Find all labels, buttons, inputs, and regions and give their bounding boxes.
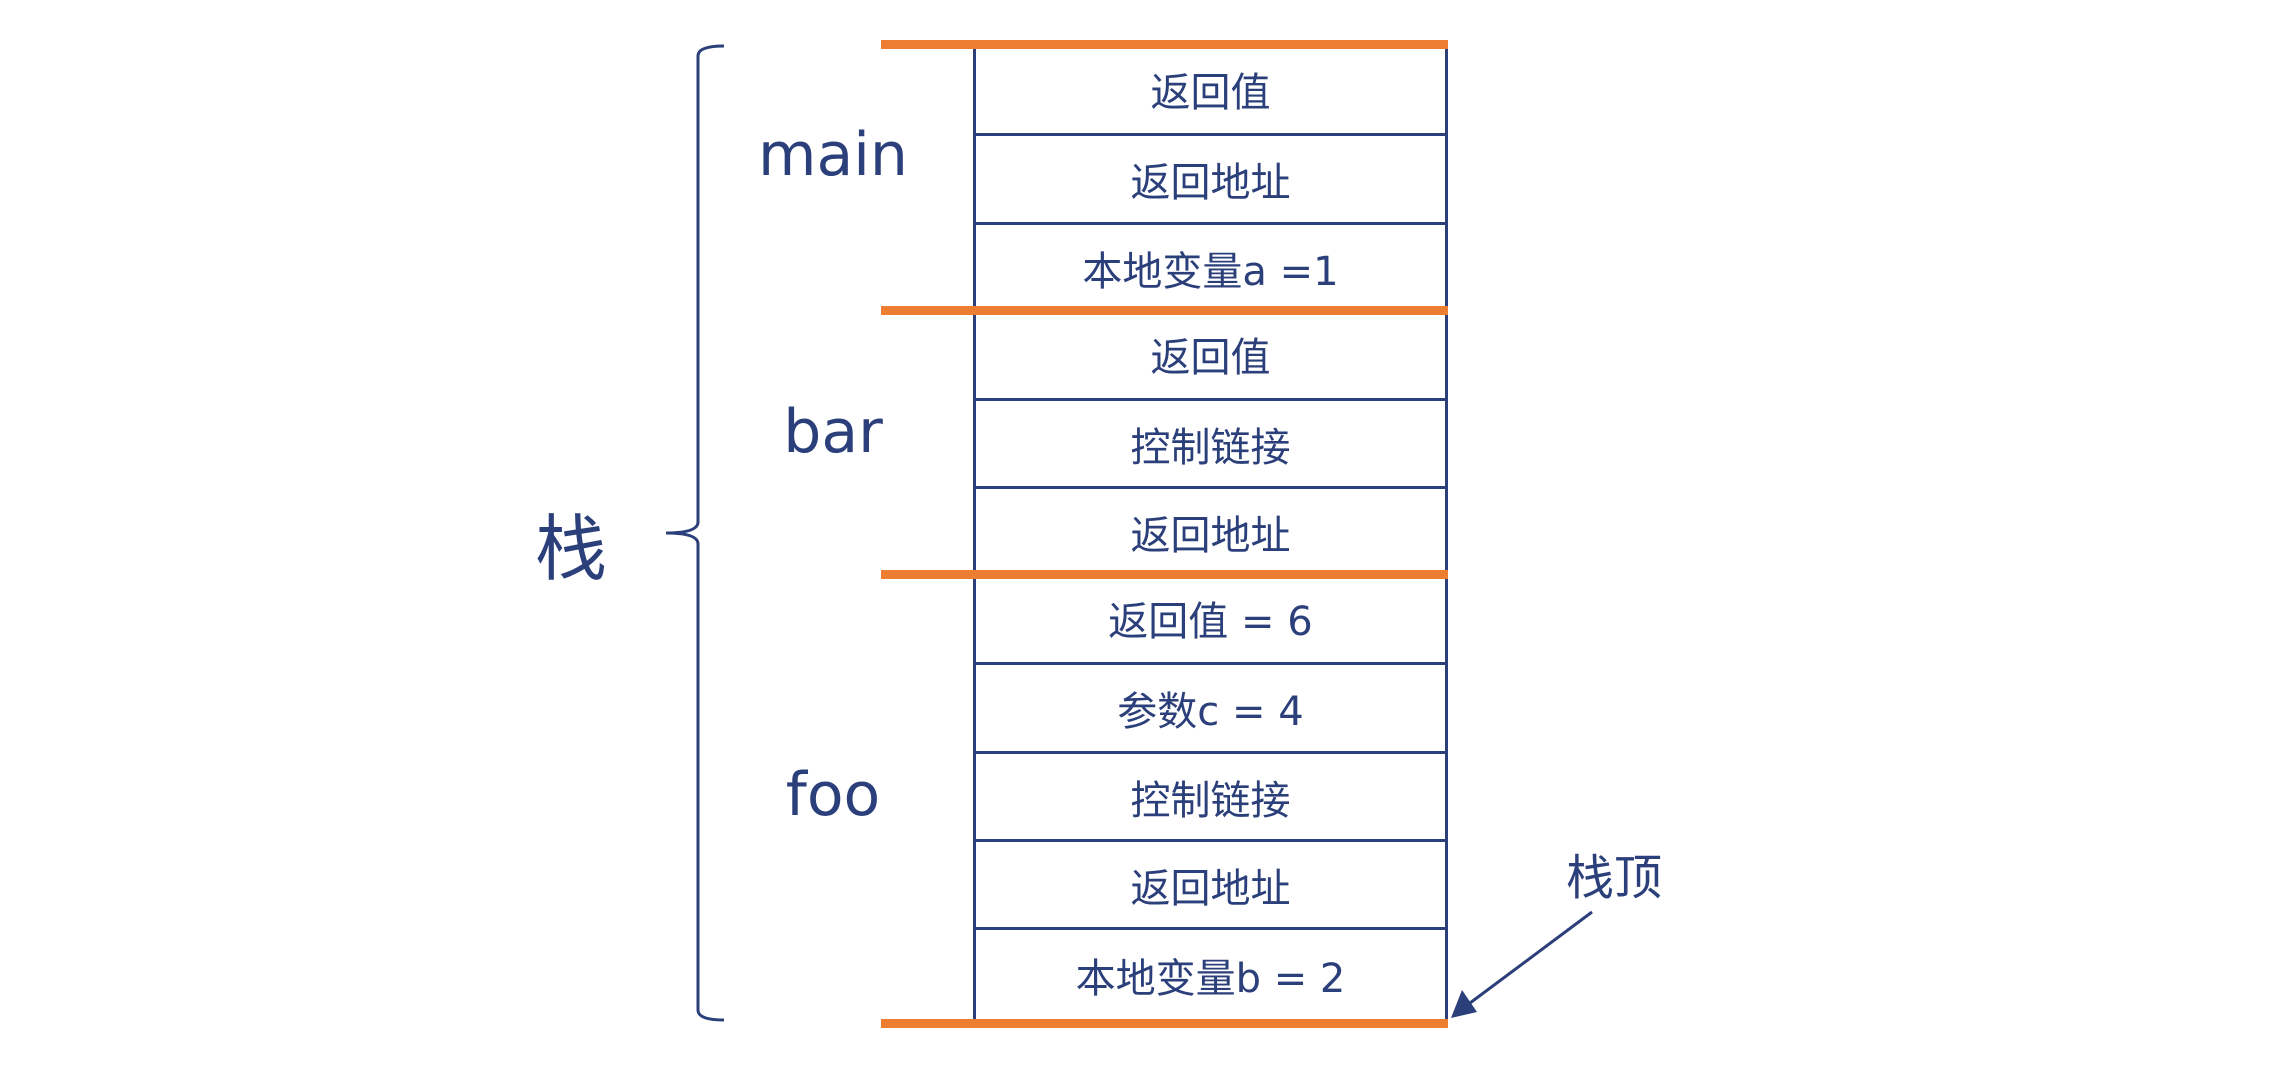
stack-top-arrow-line	[1469, 910, 1593, 1005]
frame-separator-main-bar	[881, 306, 1448, 315]
stack-cell: 控制链接	[976, 751, 1445, 839]
stack-cell: 返回地址	[976, 133, 1445, 222]
frame-separator-bottom	[881, 1019, 1448, 1028]
frame-separator-top	[881, 40, 1448, 49]
stack-cell: 返回值 = 6	[1108, 599, 1313, 645]
stack-cell: 本地变量a =1	[976, 222, 1445, 310]
stack-cell: 返回值	[1150, 335, 1271, 381]
stack-top-arrow-head	[1451, 990, 1477, 1018]
stack-cell: 本地变量b = 2	[976, 927, 1445, 1020]
frame-label-foo: foo	[785, 760, 881, 830]
frame-label-main: main	[758, 120, 908, 190]
call-stack: 返回值 返回地址 本地变量a =1 返回值 控制链接 返回地址 返回值 = 6 …	[973, 44, 1448, 1020]
stack-cell: 返回值	[1150, 69, 1271, 116]
frame-separator-bar-foo	[881, 570, 1448, 579]
stack-top-label: 栈顶	[1566, 850, 1663, 906]
stack-cell: 返回地址	[976, 486, 1445, 574]
stack-brace	[665, 44, 725, 1022]
stack-cell: 返回地址	[976, 839, 1445, 927]
stack-cell: 控制链接	[976, 398, 1445, 486]
stack-cell: 参数c = 4	[976, 662, 1445, 751]
stack-label: 栈	[535, 507, 608, 591]
frame-label-bar: bar	[783, 397, 883, 467]
